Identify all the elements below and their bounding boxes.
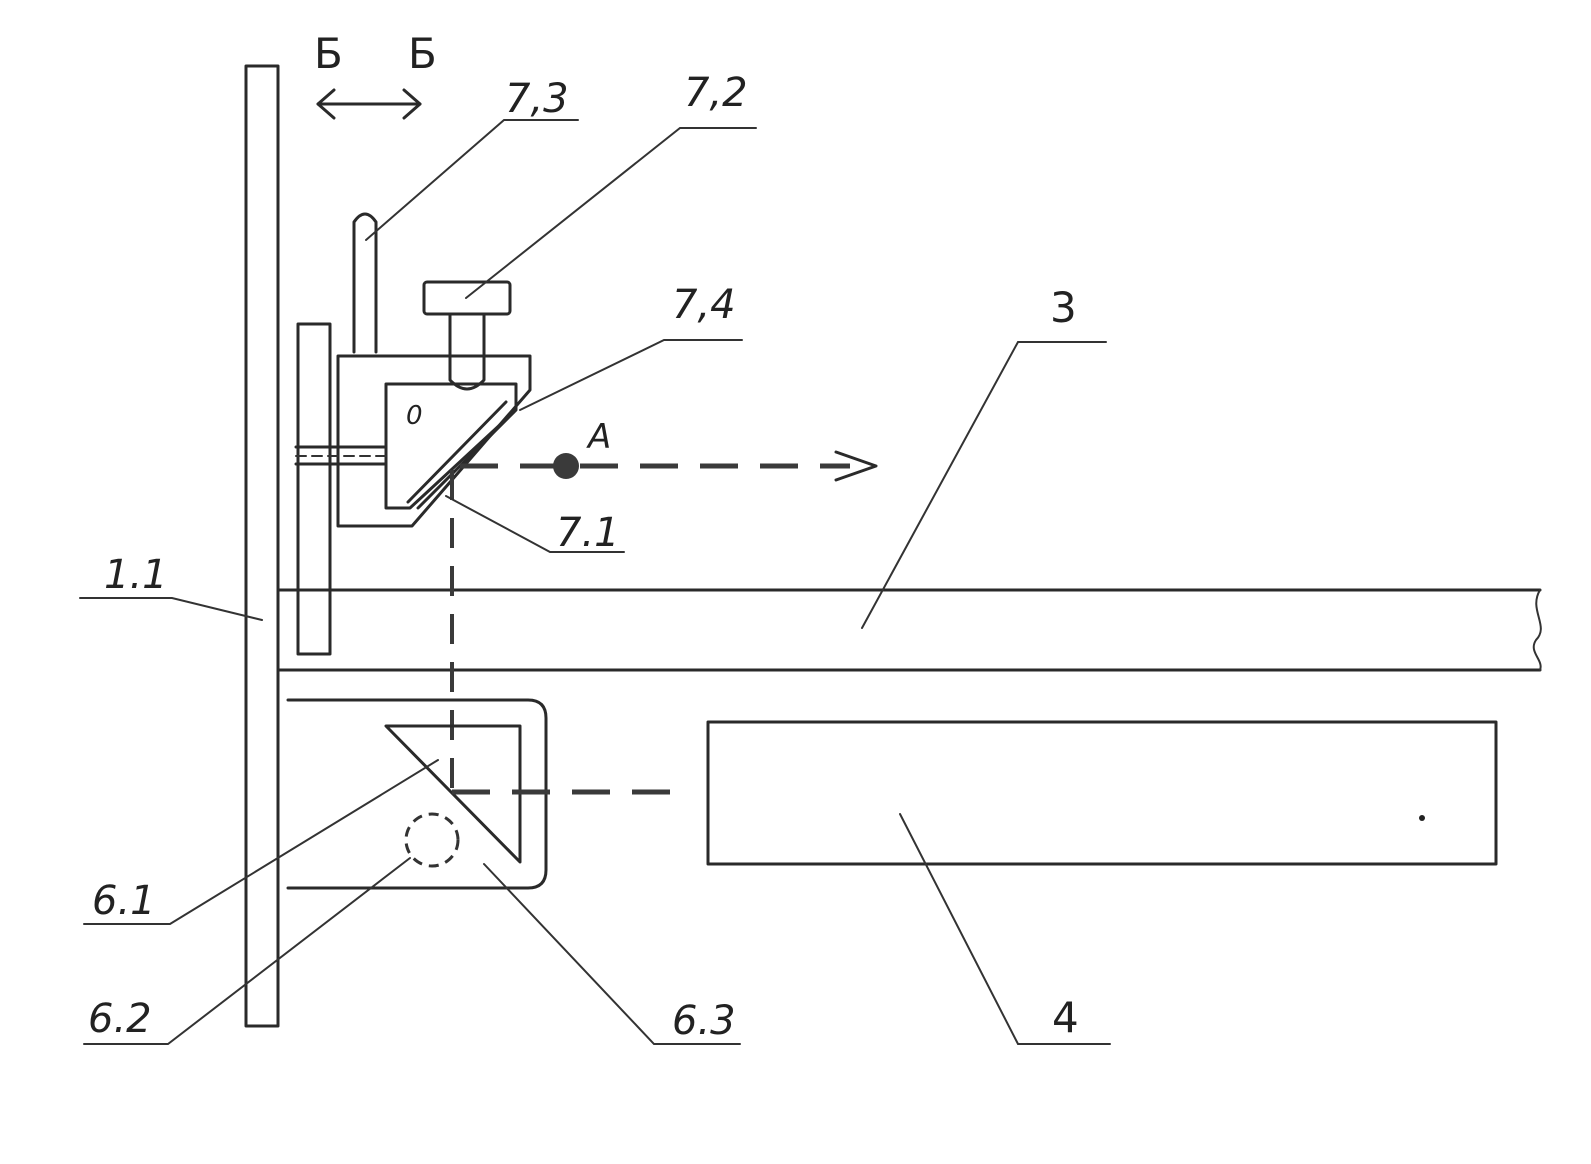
- leader-6-1: [83, 759, 439, 925]
- prism-mark: 0: [406, 401, 423, 431]
- axle: [294, 445, 388, 466]
- label-4: 4: [1052, 993, 1079, 1042]
- leader-1-1: [79, 597, 263, 621]
- block-4: [706, 720, 1498, 866]
- label-7-1: 7.1: [556, 510, 620, 556]
- beam-arrow-icon: [834, 450, 878, 482]
- block-4-dot: [1419, 815, 1425, 821]
- horizontal-bar-3: [276, 588, 1542, 672]
- leader-7-1: [445, 495, 625, 553]
- double-arrow-icon: [316, 88, 422, 120]
- leader-3: [861, 341, 1107, 629]
- label-7-2: 7,2: [684, 70, 748, 116]
- point-a-marker: [553, 453, 579, 479]
- upper-housing: [336, 354, 532, 528]
- vertical-plate-1-1: [244, 64, 280, 1028]
- pin-7-3: [352, 212, 378, 354]
- prism-7-4: [384, 382, 518, 510]
- label-3: 3: [1050, 283, 1077, 332]
- side-plate: [296, 322, 332, 656]
- leader-6-3: [483, 863, 741, 1045]
- axis-6-2: [404, 812, 460, 868]
- leader-4: [899, 813, 1111, 1045]
- label-1-1: 1.1: [104, 552, 168, 598]
- screw-7-2: [422, 280, 512, 391]
- leader-7-3: [365, 119, 579, 241]
- section-mark-left: Б: [314, 29, 343, 78]
- label-7-4: 7,4: [672, 282, 736, 328]
- point-a-label: A: [586, 417, 611, 457]
- leader-7-2: [465, 127, 757, 299]
- label-7-3: 7,3: [505, 76, 569, 122]
- leader-7-4: [519, 339, 743, 411]
- label-6-2: 6.2: [88, 996, 152, 1042]
- label-6-3: 6.3: [672, 998, 736, 1044]
- leader-6-2: [83, 857, 411, 1045]
- section-mark-right: Б: [408, 29, 437, 78]
- label-6-1: 6.1: [92, 878, 156, 924]
